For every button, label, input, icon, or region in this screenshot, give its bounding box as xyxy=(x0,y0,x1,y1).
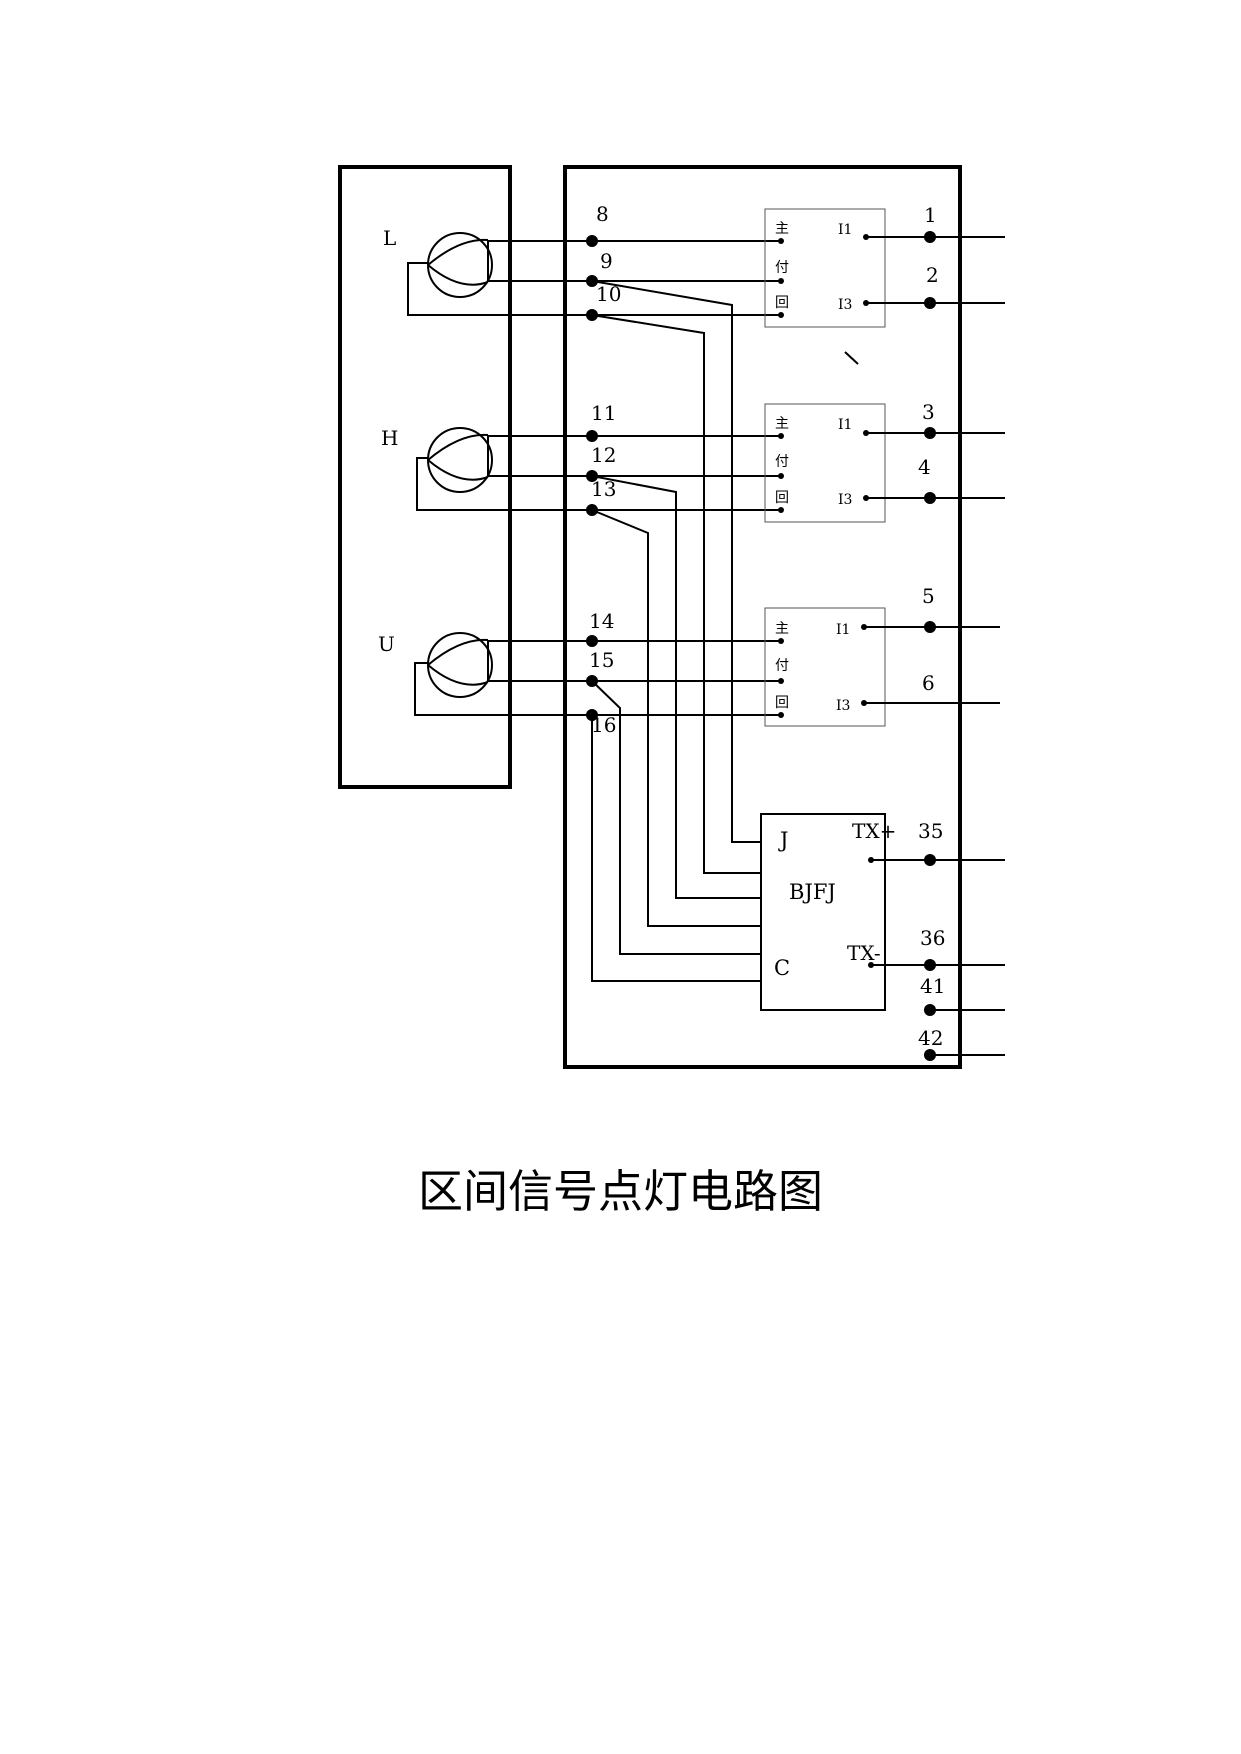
transformer-2-out-i1: I1 xyxy=(838,417,852,433)
terminal-16-label: 16 xyxy=(591,713,616,737)
terminal-6-label: 6 xyxy=(922,671,935,695)
terminal-5-label: 5 xyxy=(922,584,935,608)
alarm-module-tx-minus: TX- xyxy=(847,941,881,965)
lamp-h: H xyxy=(381,426,590,511)
alarm-module-bjfj: J BJFJ C TX+ TX- xyxy=(760,813,896,1011)
transformer-1-box xyxy=(764,208,886,328)
terminal-41 xyxy=(924,1004,936,1016)
terminal-8-label: 8 xyxy=(596,202,609,226)
transformer-2-out-i3: I3 xyxy=(838,492,852,508)
terminal-14 xyxy=(586,635,598,647)
terminal-12-label: 12 xyxy=(591,443,616,467)
terminal-42-label: 42 xyxy=(918,1026,943,1050)
alarm-module-input-j: J xyxy=(778,828,788,852)
alarm-module-box xyxy=(760,813,886,1011)
terminal-36-label: 36 xyxy=(920,926,945,950)
terminal-14-label: 14 xyxy=(589,609,614,633)
transformer-3-box xyxy=(764,607,886,727)
terminal-1 xyxy=(924,231,936,243)
terminal-42 xyxy=(924,1049,936,1061)
transformer-2-in-main: 主 xyxy=(775,416,789,432)
lamp-u-label: U xyxy=(378,632,395,656)
transformer-2-in-return: 回 xyxy=(775,490,789,506)
transformer-1-in-main: 主 xyxy=(775,221,789,237)
lamp-u: U xyxy=(378,632,590,716)
wire-10-to-bjfj xyxy=(591,314,761,874)
transformer-3-in-return: 回 xyxy=(775,695,789,711)
terminal-8 xyxy=(586,235,598,247)
terminal-11-label: 11 xyxy=(591,401,616,425)
transformer-3-in-aux: 付 xyxy=(775,658,789,674)
terminal-41-label: 41 xyxy=(920,974,945,998)
lamp-u-circle xyxy=(427,632,493,698)
terminal-4-label: 4 xyxy=(918,455,931,479)
terminal-11 xyxy=(586,430,598,442)
lamp-l: L xyxy=(383,226,590,316)
alarm-module-name: BJFJ xyxy=(789,880,836,904)
wire-15-to-bjfj xyxy=(591,680,761,955)
transformer-2: 主 付 回 I1 I3 xyxy=(764,403,886,523)
transformer-1-out-i3: I3 xyxy=(838,297,852,313)
lamp-l-filament xyxy=(427,238,489,286)
terminal-15-label: 15 xyxy=(589,648,614,672)
terminal-5 xyxy=(924,621,936,633)
lamp-u-filament xyxy=(427,638,489,686)
terminal-3 xyxy=(924,427,936,439)
transformer-3: 主 付 回 I1 I3 xyxy=(764,607,886,727)
terminal-cabinet-box xyxy=(563,165,962,1069)
wire-13-to-bjfj xyxy=(591,509,761,927)
terminal-35-label: 35 xyxy=(918,819,943,843)
transformer-3-in-main: 主 xyxy=(775,621,789,637)
diagram-caption: 区间信号点灯电路图 xyxy=(417,1165,823,1218)
transformer-1-out-i1: I1 xyxy=(838,222,852,238)
transformer-2-box xyxy=(764,403,886,523)
transformer-3-out-i3: I3 xyxy=(836,698,850,714)
terminal-9-label: 9 xyxy=(600,249,613,273)
transformer-3-out-i1: I1 xyxy=(836,622,850,638)
terminal-36 xyxy=(924,959,936,971)
lamp-h-circle xyxy=(427,427,493,493)
transformer-1-in-aux: 付 xyxy=(775,260,789,276)
wire-16-to-c xyxy=(591,715,761,982)
terminal-2 xyxy=(924,297,936,309)
alarm-module-tx-plus: TX+ xyxy=(852,819,896,843)
lamp-h-label: H xyxy=(381,426,398,450)
transformer-1: 主 付 回 I1 I3 xyxy=(764,208,886,328)
lamp-l-circle xyxy=(427,232,493,298)
wire-12-to-bjfj xyxy=(591,475,761,899)
terminal-2-label: 2 xyxy=(926,263,939,287)
terminal-13-label: 13 xyxy=(591,477,616,501)
transformer-2-in-aux: 付 xyxy=(775,454,789,470)
lamp-h-filament xyxy=(427,433,489,481)
lamp-l-label: L xyxy=(383,226,396,250)
terminal-4 xyxy=(924,492,936,504)
wire-9-to-j xyxy=(591,280,761,843)
alarm-module-input-c: C xyxy=(774,956,790,980)
transformer-1-in-return: 回 xyxy=(775,295,789,311)
terminal-1-label: 1 xyxy=(924,203,937,227)
terminal-35 xyxy=(924,854,936,866)
terminal-3-label: 3 xyxy=(922,400,935,424)
stray-mark xyxy=(844,351,859,365)
